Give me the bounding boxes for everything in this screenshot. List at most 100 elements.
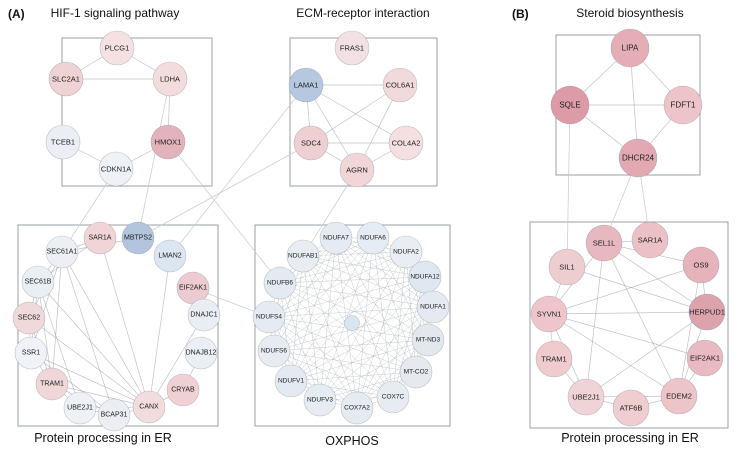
edge-NDUFA12-COX7C [392, 276, 426, 398]
edge-MT-ND3-NDUFS6 [273, 339, 429, 352]
edge-NDUFV1-NDUFAB1 [290, 255, 304, 382]
node-MT-ND3 [411, 323, 445, 357]
node-label-SYVN1: SYVN1 [537, 310, 562, 319]
node-label-CANX: CANX [139, 404, 159, 411]
edge-SYVN1-EIF2AK1 [548, 313, 706, 359]
edge-SEL1L-UBE2J1 [585, 242, 605, 398]
node-label-SSR1: SSR1 [22, 350, 40, 357]
node-BCAP31 [97, 398, 131, 432]
edge-NDUFA7-NDUFV3 [319, 237, 337, 401]
edge-NDUFA2-COX7A2 [356, 251, 407, 409]
title-steroid-biosynthesis: Steroid biosynthesis [576, 6, 684, 20]
node-label-COL4A2: COL4A2 [392, 139, 421, 148]
node-SEL1L [585, 224, 623, 262]
node-NDUFB6 [263, 266, 297, 300]
edge-NDUFA2-NDUFAB1 [302, 251, 407, 257]
edge-SSR1-CANX [30, 352, 150, 408]
node-UBE2J1 [567, 378, 605, 416]
cluster-box-er_b [529, 221, 729, 429]
edge-NDUFA1-NDUFS4 [268, 306, 434, 318]
edge-HERPUD1-UBE2J1 [585, 311, 708, 398]
node-label-MT-ND3: MT-ND3 [416, 337, 441, 344]
node-label-SEC62: SEC62 [18, 315, 40, 322]
edge-NDUFA6-COX7C [372, 237, 394, 398]
node-label-SAR1A: SAR1A [638, 236, 663, 245]
edge-MT-ND3-NDUFV3 [319, 339, 429, 401]
edge-NDUFA1-NDUFV3 [319, 306, 434, 401]
node-label-SEC61A1: SEC61A1 [47, 249, 78, 256]
node-label-NDUFAB1: NDUFAB1 [288, 253, 318, 260]
edge-MT-ND3-NDUFV1 [290, 339, 429, 382]
node-label-DHCR24: DHCR24 [622, 154, 655, 163]
edge-NDUFA6-NDUFS6 [273, 237, 374, 352]
node-label-SEC61B: SEC61B [25, 279, 52, 286]
node-SLC2A1 [48, 61, 84, 97]
node-label-DNAJC1: DNAJC1 [190, 312, 217, 319]
edge-COX7C-NDUFS6 [273, 350, 394, 398]
node-label-TRAM1: TRAM1 [541, 355, 566, 364]
node-SSR1 [14, 336, 48, 370]
edge-COX7C-NDUFV1 [290, 380, 394, 398]
node-SAR1A [631, 221, 669, 259]
title-hif1-pathway: HIF-1 signaling pathway [50, 6, 180, 20]
node-SDC4 [293, 125, 329, 161]
node-SEC62 [12, 301, 46, 335]
node-label-EDEM2: EDEM2 [666, 392, 692, 401]
edge-NDUFA7-NDUFS4 [268, 237, 337, 318]
node-label-HMOX1: HMOX1 [155, 138, 182, 147]
node-label-NDUFA1: NDUFA1 [420, 304, 446, 311]
node-label-CDKN1A: CDKN1A [101, 165, 131, 174]
edge-NDUFA7-MT-ND3 [335, 237, 429, 341]
edge-NDUFV1-NDUFB6 [279, 282, 292, 382]
node-label-FRAS1: FRAS1 [340, 44, 364, 53]
node-label-SAR1A: SAR1A [89, 235, 112, 242]
node-NDUFAB1 [286, 239, 320, 273]
edge-NDUFA2-NDUFS4 [268, 251, 407, 318]
edge-MT-CO2-NDUFS4 [268, 316, 417, 373]
node-label-EIF2AK1: EIF2AK1 [690, 354, 720, 363]
edge-NDUFA7-COX7C [335, 237, 394, 398]
edge-SEC61B-UBE2J1 [37, 281, 81, 409]
inter-edge [137, 78, 171, 239]
edge-COX7A2-NDUFAB1 [302, 255, 358, 409]
edge-SYVN1-OS9 [548, 264, 702, 315]
node-NDUFS4 [252, 300, 286, 334]
node-label-COX7A2: COX7A2 [344, 405, 370, 412]
node-label-NDUFA2: NDUFA2 [393, 249, 419, 256]
node-label-SIL1: SIL1 [559, 263, 574, 272]
edge-NDUFA12-NDUFS6 [273, 276, 426, 352]
node-ATF6B [612, 389, 650, 427]
node-SEC61B [21, 265, 55, 299]
edge-SAR1A-CANX [99, 237, 150, 408]
node-label-SQLE: SQLE [559, 101, 580, 110]
caption-protein-processing-er-a: Protein processing in ER [34, 431, 172, 445]
edge-NDUFA2-NDUFS6 [273, 251, 407, 352]
node-HMOX1 [150, 124, 186, 160]
node-label-EIF2AK1: EIF2AK1 [179, 285, 207, 292]
edge-MT-CO2-NDUFV1 [290, 371, 417, 382]
node-label-NDUFA6: NDUFA6 [360, 235, 386, 242]
caption-protein-processing-er-b: Protein processing in ER [561, 431, 699, 445]
node-COL6A1 [382, 67, 418, 103]
edge-NDUFA1-COX7C [392, 306, 434, 398]
edge-NDUFS6-NDUFAB1 [273, 255, 304, 352]
node-DNAJB12 [184, 336, 218, 370]
edge-COX7A2-NDUFB6 [279, 282, 358, 409]
edge-MT-ND3-NDUFAB1 [302, 255, 429, 341]
edge-SEC61A1-TRAM1 [51, 251, 63, 385]
node-label-NDUFV1: NDUFV1 [278, 378, 304, 385]
node-label-MT-CO2: MT-CO2 [404, 369, 429, 376]
inter-edge [566, 104, 571, 268]
panel-a-label: (A) [8, 7, 25, 21]
edge-NDUFA7-NDUFV1 [290, 237, 337, 382]
caption-oxphos: OXPHOS [325, 434, 379, 448]
edge-NDUFV3-NDUFS4 [268, 316, 321, 401]
node-label-FDFT1: FDFT1 [671, 101, 696, 110]
node-label-CRYAB: CRYAB [171, 387, 195, 394]
edge-COX7A2-NDUFS4 [268, 316, 358, 409]
node-NDUFV1 [274, 364, 308, 398]
node-LMAN2 [153, 239, 187, 273]
node-SYVN1 [530, 295, 568, 333]
edge-MT-ND3-NDUFB6 [279, 282, 429, 341]
